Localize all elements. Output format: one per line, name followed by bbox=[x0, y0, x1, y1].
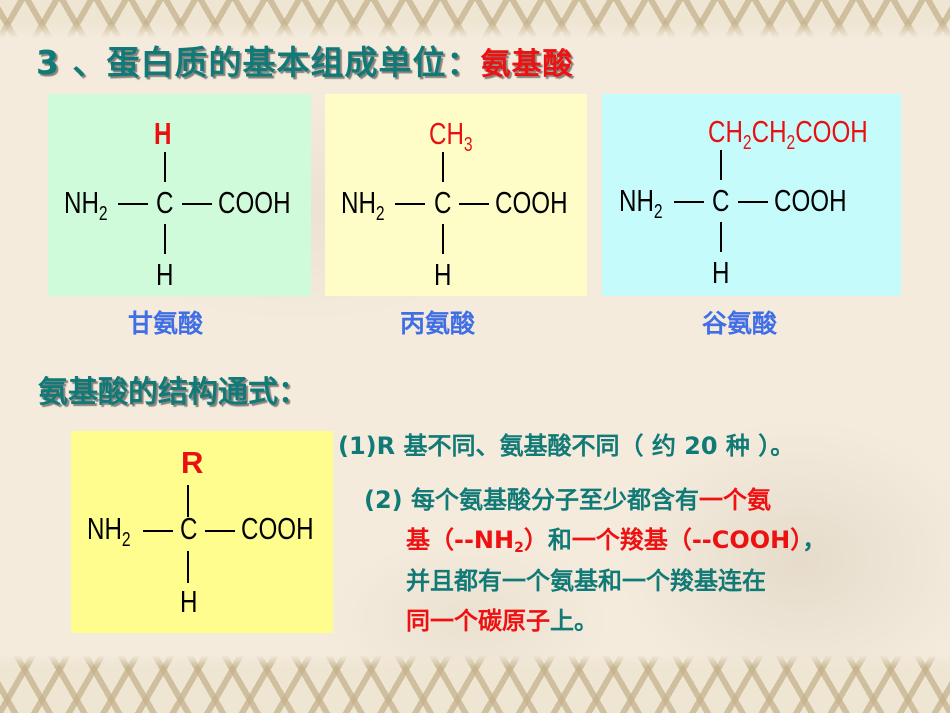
general-formula-box: R NH2 C COOH H bbox=[71, 431, 333, 633]
hydrogen: H bbox=[434, 257, 452, 292]
alpha-carbon: C bbox=[156, 185, 174, 220]
bond-left bbox=[118, 203, 148, 205]
alpha-carbon: C bbox=[434, 185, 452, 220]
point-2-line-2: 基（--NH2）和一个羧基（--COOH）， bbox=[406, 522, 826, 566]
amino-sub: 2 bbox=[98, 203, 108, 225]
bond-left bbox=[143, 530, 173, 532]
r-group: CH2CH2COOH bbox=[708, 116, 868, 153]
amino-label: NH bbox=[87, 511, 122, 546]
bond-bottom bbox=[164, 224, 166, 254]
bond-right bbox=[182, 203, 212, 205]
amino-group: NH2 bbox=[87, 513, 131, 550]
amino-sub: 2 bbox=[121, 529, 131, 551]
bond-bottom bbox=[720, 222, 722, 252]
emphasis-text: 一个羧基（--COOH） bbox=[571, 526, 803, 554]
r-group: CH3 bbox=[429, 118, 473, 155]
hydrogen: H bbox=[180, 584, 198, 619]
amino-label: NH bbox=[341, 185, 376, 220]
r-group-sub: 3 bbox=[463, 134, 473, 156]
alanine-label: 丙氨酸 bbox=[400, 309, 476, 338]
alpha-carbon: C bbox=[712, 183, 730, 218]
glutamic-acid-label: 谷氨酸 bbox=[702, 309, 778, 338]
r-group: R bbox=[181, 445, 204, 480]
amino-label: NH bbox=[619, 183, 654, 218]
text: 上。 bbox=[550, 607, 598, 635]
title-prefix: 3 、蛋白质的基本组成单位： bbox=[36, 43, 481, 82]
decorative-border-bottom bbox=[0, 655, 950, 713]
text: 和 bbox=[547, 526, 572, 554]
amino-sub: 2 bbox=[653, 201, 663, 223]
point-1: (1)R 基不同、氨基酸不同（ 约 20 种 ）。 bbox=[338, 432, 795, 460]
carboxyl-group: COOH bbox=[241, 511, 314, 546]
subscript: 2 bbox=[514, 540, 524, 556]
bond-top bbox=[187, 485, 189, 517]
r-sub: 2 bbox=[786, 132, 796, 154]
text: ， bbox=[802, 526, 827, 554]
r-group-label: CH bbox=[429, 116, 464, 151]
bond-top bbox=[164, 152, 166, 182]
text: 每个氨基酸分子至少都含有 bbox=[411, 486, 699, 514]
bond-bottom bbox=[187, 551, 189, 583]
r-sub: 2 bbox=[742, 132, 752, 154]
glycine-label: 甘氨酸 bbox=[128, 309, 204, 338]
emphasis-text: 同一个碳原子 bbox=[406, 607, 550, 635]
amino-group: NH2 bbox=[64, 187, 108, 224]
point-2-line-4: 同一个碳原子上。 bbox=[406, 603, 598, 639]
slide-title: 3 、蛋白质的基本组成单位：氨基酸 bbox=[36, 36, 573, 84]
hydrogen: H bbox=[156, 257, 174, 292]
glycine-formula-box: H NH2 C COOH H bbox=[48, 94, 311, 296]
bond-left bbox=[395, 203, 425, 205]
r-part: CH bbox=[751, 114, 787, 149]
r-group: H bbox=[154, 116, 172, 151]
bond-left bbox=[674, 201, 704, 203]
carboxyl-group: COOH bbox=[495, 185, 568, 220]
bond-top bbox=[442, 152, 444, 182]
emphasis-text: 基（--NH bbox=[406, 526, 515, 554]
glutamic-acid-formula-box: CH2CH2COOH NH2 C COOH H bbox=[602, 94, 901, 296]
carboxyl-group: COOH bbox=[218, 185, 291, 220]
title-highlight: 氨基酸 bbox=[480, 47, 574, 82]
amino-sub: 2 bbox=[375, 203, 385, 225]
amino-label: NH bbox=[64, 185, 99, 220]
alpha-carbon: C bbox=[180, 511, 198, 546]
r-part: COOH bbox=[795, 114, 868, 149]
alanine-formula-box: CH3 NH2 C COOH H bbox=[325, 94, 587, 296]
carboxyl-group: COOH bbox=[774, 183, 847, 218]
amino-group: NH2 bbox=[341, 187, 385, 224]
point-2-line-3: 并且都有一个氨基和一个羧基连在 bbox=[406, 567, 766, 595]
emphasis-text: ） bbox=[523, 526, 548, 554]
amino-group: NH2 bbox=[619, 185, 663, 222]
bond-right bbox=[205, 530, 235, 532]
general-formula-heading: 氨基酸的结构通式： bbox=[38, 375, 308, 410]
bond-top bbox=[720, 150, 722, 180]
r-part: CH bbox=[708, 114, 743, 149]
point-number: (2) bbox=[364, 486, 411, 514]
point-2-line-1: (2) 每个氨基酸分子至少都含有一个氨 bbox=[364, 482, 771, 518]
bond-right bbox=[738, 201, 768, 203]
bond-right bbox=[459, 203, 489, 205]
emphasis-text: 一个氨 bbox=[699, 486, 771, 514]
decorative-border-top bbox=[0, 0, 950, 38]
bond-bottom bbox=[442, 224, 444, 254]
hydrogen: H bbox=[712, 255, 730, 290]
